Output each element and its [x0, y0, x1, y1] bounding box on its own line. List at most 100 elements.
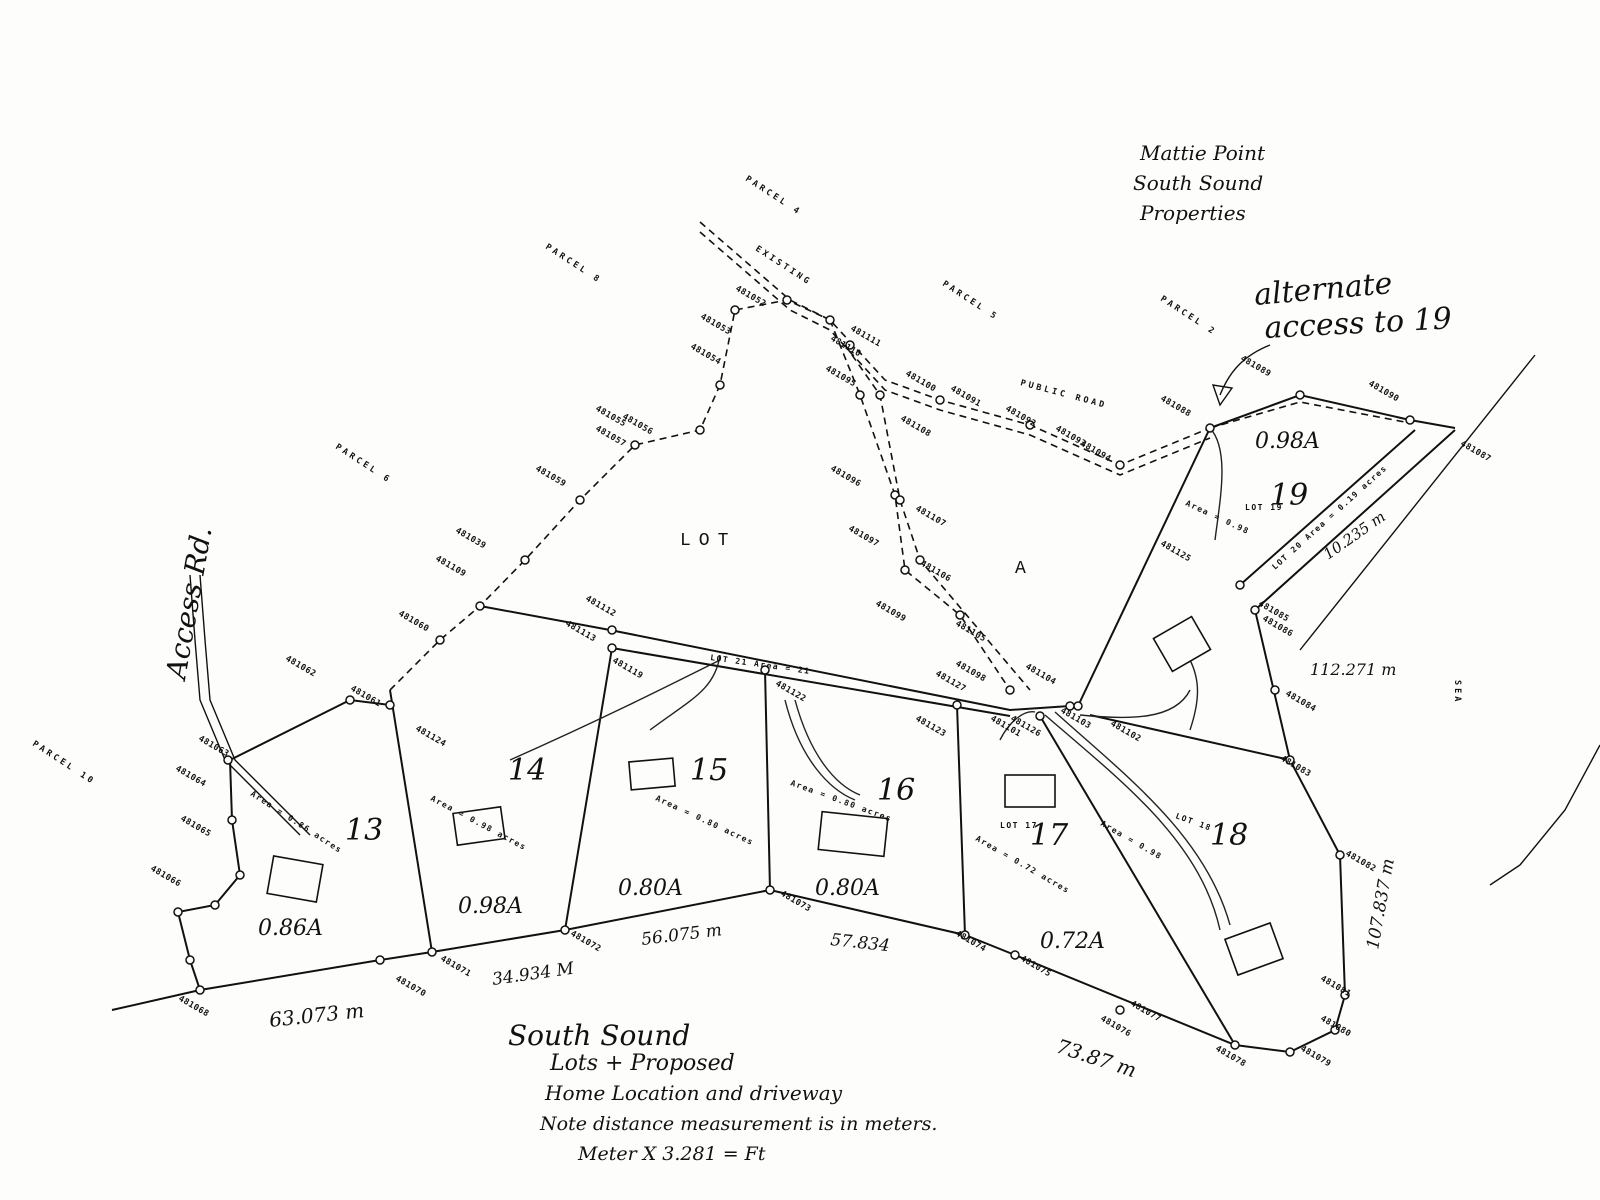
- sea-label: SEA: [1452, 680, 1462, 704]
- lot-line-17-18: [1039, 715, 1236, 1046]
- existing-road-label: EXISTING: [753, 244, 813, 288]
- footer-line5: Meter X 3.281 = Ft: [577, 1143, 766, 1165]
- lot-15-number: 15: [690, 753, 728, 788]
- lot-line-14-15: [564, 647, 613, 931]
- lot-18-label: LOT 18: [1174, 811, 1213, 832]
- lot-14-acreage: 0.98A: [458, 894, 523, 919]
- lot-16-acreage: 0.80A: [815, 876, 880, 901]
- pin-label: 481100: [904, 369, 938, 395]
- distance-4: 57.834: [829, 930, 890, 956]
- pin-label: 481091: [949, 384, 983, 410]
- pin-label: 481119: [611, 656, 645, 682]
- pin-label: 481094: [1079, 439, 1113, 465]
- house-14: [452, 805, 506, 847]
- pin-label: 481124: [414, 724, 448, 750]
- pin-label: 481106: [919, 559, 953, 585]
- pin-label: 481107: [914, 504, 948, 530]
- pin-label: 481112: [584, 594, 618, 620]
- lot-a-easement-2: [844, 344, 1031, 691]
- distance-1: 63.073 m: [268, 998, 365, 1032]
- footer-line3: Home Location and driveway: [544, 1081, 843, 1105]
- pin-label: 481089: [1239, 354, 1273, 380]
- alternate-access-arrow: [1211, 344, 1271, 407]
- pin-label: 481076: [1099, 1014, 1133, 1040]
- pin-label: 481099: [874, 599, 908, 625]
- lot-18-typed: Area = 0.98: [1099, 819, 1164, 862]
- pin-label: 481064: [174, 764, 208, 790]
- lot-18-number: 18: [1210, 818, 1248, 853]
- lot-line-16-17: [956, 704, 966, 936]
- lot-15-typed: Area = 0.80 acres: [654, 794, 755, 848]
- public-road-north: [1209, 401, 1411, 429]
- lot-13-number: 13: [345, 813, 383, 848]
- south-boundary: [111, 888, 1016, 1011]
- pin-label: 481053: [699, 312, 733, 338]
- lot-line-18-19: [1077, 427, 1211, 707]
- coastline: [1299, 354, 1600, 886]
- access-road-line-2: [199, 574, 311, 836]
- pin-label: 481092: [1004, 404, 1038, 430]
- driveway-15: [649, 654, 721, 731]
- lot-17-label: LOT 17: [1000, 821, 1038, 830]
- parcel-label-2: PARCEL 2: [1158, 294, 1218, 338]
- lot-17-acreage: 0.72A: [1040, 929, 1105, 954]
- lot-18-19-east: [1014, 609, 1347, 1054]
- lot-19-acreage: 0.98A: [1255, 429, 1320, 454]
- house-13: [266, 855, 324, 903]
- house-16: [817, 810, 889, 858]
- lot-13-acreage: 0.86A: [258, 916, 323, 941]
- title-note-line1: Mattie Point: [1139, 141, 1266, 165]
- pin-label: 481097: [847, 524, 881, 550]
- parcel-label-5: PARCEL 5: [940, 279, 1000, 323]
- house-19: [1152, 615, 1212, 673]
- lot-19-number: 19: [1270, 478, 1308, 513]
- title-note-line3: Properties: [1139, 201, 1246, 225]
- pin-label: 481084: [1284, 689, 1318, 715]
- lot-21-strip: [611, 647, 1011, 717]
- pin-label: 481122: [774, 679, 808, 705]
- distance-5: 73.87 m: [1053, 1034, 1139, 1082]
- pin-label: 481077: [1129, 999, 1163, 1025]
- lot-15-acreage: 0.80A: [618, 876, 683, 901]
- pin-label: 481070: [394, 974, 428, 1000]
- driveway-16: [784, 699, 861, 801]
- footer-line2: Lots + Proposed: [549, 1051, 735, 1076]
- pin-label: 481068: [177, 994, 211, 1020]
- access-road-line: [189, 574, 301, 836]
- pin-label: 481062: [284, 654, 318, 680]
- pin-label: 481109: [434, 554, 468, 580]
- pin-label: 481061: [349, 684, 383, 710]
- survey-pins: [173, 295, 1415, 1057]
- pin-label: 481073: [779, 889, 813, 915]
- pin-label: 481088: [1159, 394, 1193, 420]
- pin-label: 481075: [1019, 954, 1053, 980]
- pin-label: 481078: [1214, 1044, 1248, 1070]
- lot-line-18-east: [1089, 714, 1291, 761]
- pin-label: 481087: [1459, 439, 1493, 465]
- parcel-label-4: PARCEL 4: [743, 174, 803, 218]
- pin-label: 481059: [534, 464, 568, 490]
- pin-label: 481052: [734, 284, 768, 310]
- lot-a-west-dashed: [389, 299, 831, 691]
- pin-label: 481065: [179, 814, 213, 840]
- pin-label: 481060: [397, 609, 431, 635]
- lot-a-letter: A: [1015, 559, 1034, 579]
- house-15: [627, 757, 677, 791]
- existing-road: [699, 221, 1211, 466]
- public-road-label: PUBLIC ROAD: [1019, 378, 1108, 411]
- lot-20-strip: [1239, 429, 1456, 611]
- pin-label: 481066: [149, 864, 183, 890]
- pin-label: 481108: [899, 414, 933, 440]
- distance-2: 34.934 M: [491, 959, 576, 990]
- pin-label: 481090: [1367, 379, 1401, 405]
- parcel-label-10: PARCEL 10: [30, 739, 97, 787]
- house-17: [1004, 774, 1056, 808]
- driveway-18: [1044, 711, 1231, 931]
- lot-14-number: 14: [508, 753, 546, 788]
- pin-label: 481054: [689, 342, 723, 368]
- pin-label: 481071: [439, 954, 473, 980]
- lot-line-13-14: [389, 689, 433, 953]
- parcel-label-8: PARCEL 8: [543, 242, 603, 286]
- pin-label: 481072: [569, 929, 603, 955]
- parcel-label-6: PARCEL 6: [333, 442, 393, 486]
